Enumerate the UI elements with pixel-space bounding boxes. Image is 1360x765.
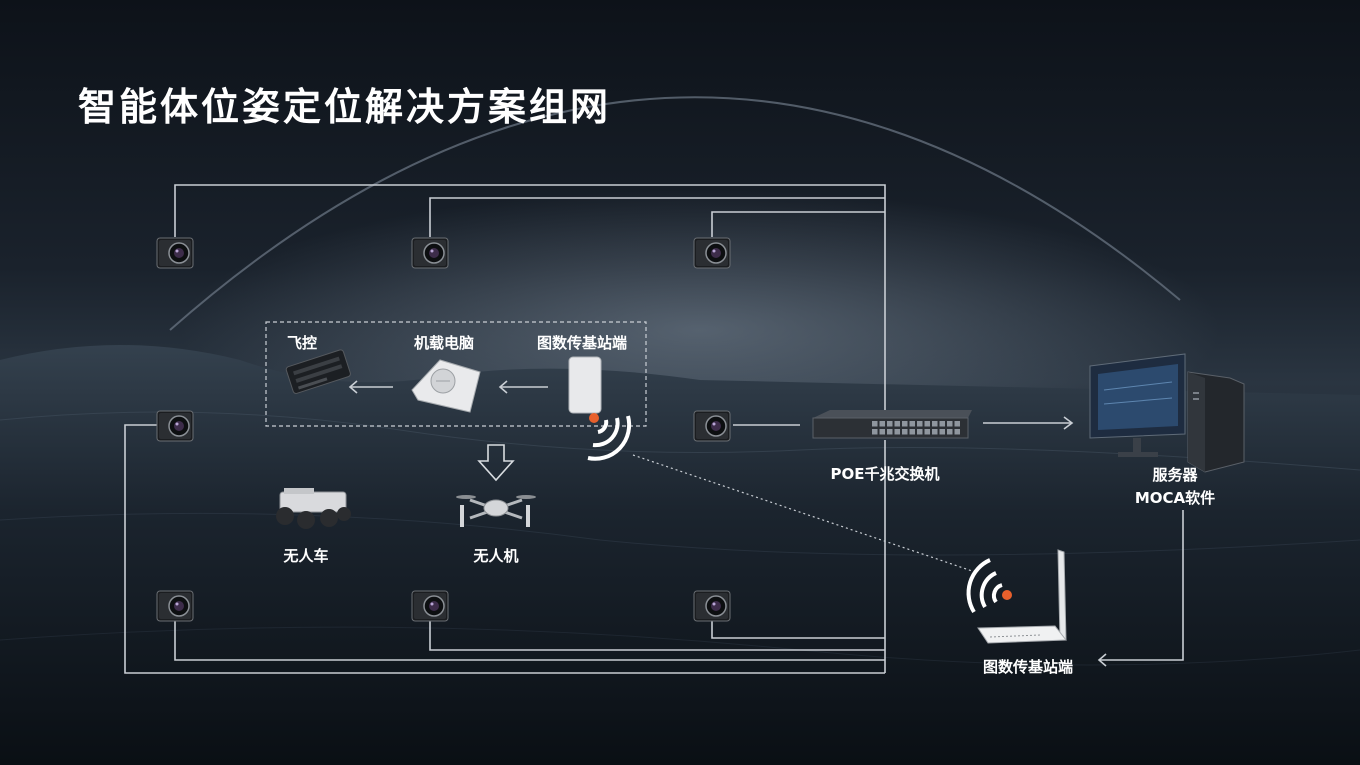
- wire-server-to-ground: [1100, 510, 1184, 661]
- air-station-device: [568, 356, 602, 423]
- uav-device: [456, 495, 536, 527]
- wifi-signal-icon: [966, 558, 1003, 614]
- camera-icon: [693, 237, 731, 269]
- ground-station-device: [977, 549, 1067, 644]
- camera-icon: [693, 410, 731, 442]
- wireless-link: [632, 454, 976, 573]
- wire-camera-top-mid: [429, 197, 885, 237]
- page-title: 智能体位姿定位解决方案组网: [78, 85, 612, 129]
- camera-icon: [156, 590, 194, 622]
- arrow-to-ground-station: [1097, 653, 1107, 667]
- camera-icon: [156, 410, 194, 442]
- wire-camera-bottom-right: [711, 620, 885, 639]
- camera-icon: [156, 237, 194, 269]
- camera-icon: [693, 590, 731, 622]
- poe-switch-device: [812, 410, 972, 439]
- flight-controller-label: 飞控: [286, 334, 318, 352]
- poe-switch-label: POE千兆交换机: [830, 465, 940, 483]
- wire-camera-top-left: [174, 184, 886, 420]
- wire-camera-mid-left: [124, 424, 885, 674]
- uav-payload-group: [265, 321, 647, 427]
- onboard-computer-label: 机载电脑: [413, 334, 475, 352]
- air-station-label: 图数传基站端: [536, 334, 628, 352]
- server-device: [1089, 353, 1245, 473]
- ugv-label: 无人车: [283, 547, 329, 565]
- server-software-label: MOCA软件: [1134, 489, 1216, 507]
- camera-icon: [411, 590, 449, 622]
- wire-camera-top-right: [711, 211, 885, 237]
- uav-label: 无人机: [473, 547, 519, 565]
- down-arrow-icon: [477, 444, 515, 482]
- wifi-signal-icon: [587, 415, 632, 461]
- ground-station-label: 图数传基站端: [982, 658, 1074, 676]
- wire-camera-bottom-left: [174, 620, 885, 661]
- onboard-computer-device: [411, 359, 481, 413]
- ugv-device: [276, 488, 351, 529]
- flight-controller-device: [285, 349, 351, 394]
- wire-camera-bottom-mid: [429, 620, 885, 651]
- server-label: 服务器: [1152, 466, 1198, 484]
- camera-icon: [411, 237, 449, 269]
